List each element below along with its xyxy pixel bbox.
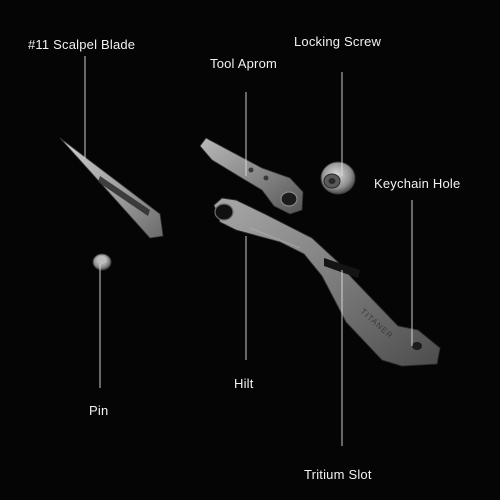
tool-aprom-part	[199, 137, 304, 215]
pin-part	[92, 253, 112, 271]
locking-screw-part	[320, 161, 356, 195]
label-keychain-hole: Keychain Hole	[374, 176, 461, 191]
label-scalpel-blade: #11 Scalpel Blade	[28, 37, 136, 52]
label-locking-screw: Locking Screw	[294, 34, 382, 49]
scalpel-blade-part	[59, 137, 164, 239]
leader-lines	[84, 56, 413, 446]
label-pin: Pin	[89, 403, 109, 418]
label-tool-aprom: Tool Aprom	[210, 56, 278, 71]
hilt-part: TITANER	[213, 197, 441, 367]
label-tritium-slot: Tritium Slot	[304, 467, 372, 482]
label-hilt: Hilt	[234, 376, 254, 391]
